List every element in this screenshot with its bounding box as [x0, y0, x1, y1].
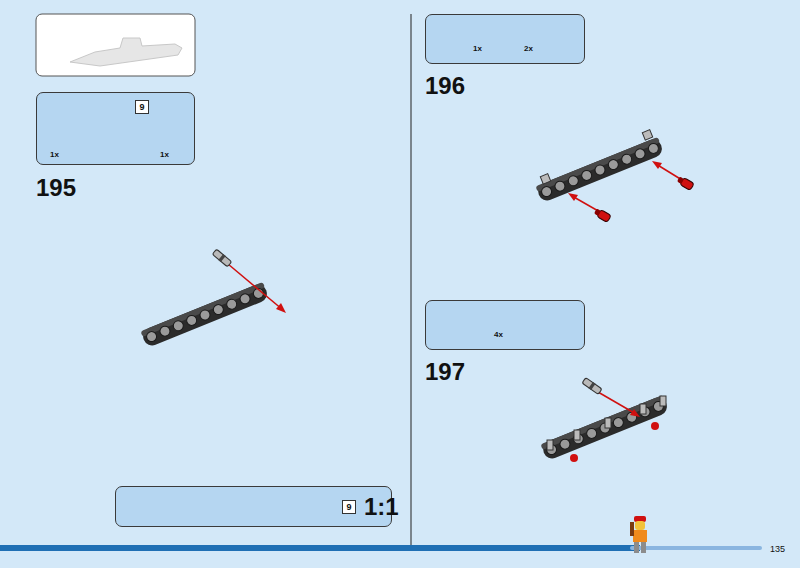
length-number: 9: [346, 503, 351, 512]
quantity-label: 1x: [473, 45, 482, 53]
quantity-label: 2x: [524, 45, 533, 53]
page-number: 135: [770, 545, 785, 554]
scale-panel: 1:19: [115, 486, 392, 527]
length-box: 9: [135, 100, 149, 114]
step-number: 195: [36, 176, 76, 200]
step-number: 197: [425, 360, 465, 384]
quantity-label: 4x: [494, 331, 503, 339]
step-number: 196: [425, 74, 465, 98]
quantity-label: 1x: [160, 151, 169, 159]
quantity-label: 1x: [50, 151, 59, 159]
parts-panel: 4x: [425, 300, 585, 350]
scale-label: 1:1: [364, 495, 399, 519]
length-number: 9: [139, 103, 144, 112]
parts-panel: 1x 1x 9: [36, 92, 195, 165]
length-box: 9: [342, 500, 356, 514]
parts-panel: 1x 2x: [425, 14, 585, 64]
